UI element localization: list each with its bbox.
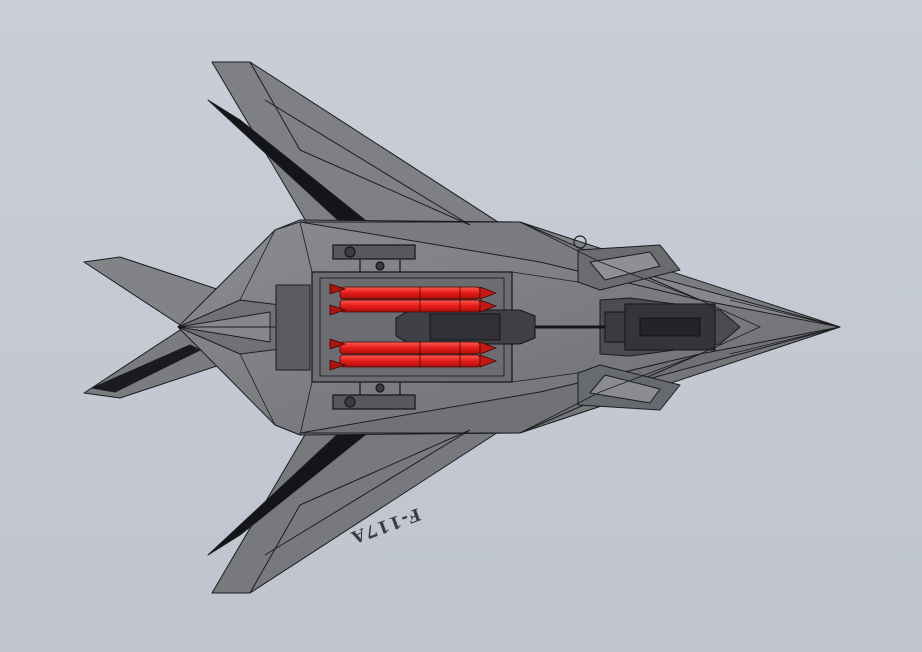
sensor-port [573,235,587,249]
wireframe-edges [239,221,841,436]
wing-lower-trailing-edge [207,431,366,556]
engine-bay [275,284,311,371]
tail-fin-lower-shadow [91,344,201,393]
munitions-lower[interactable] [329,338,498,371]
center-payload[interactable] [395,303,716,351]
munitions-upper[interactable] [329,283,498,316]
wing-upper-trailing-edge [207,99,366,223]
